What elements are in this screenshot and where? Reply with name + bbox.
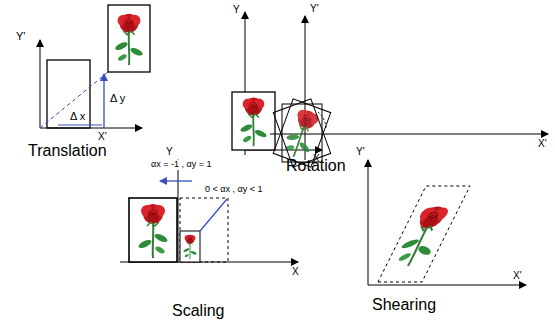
parameter-label: 0 < αx , αy < 1 <box>204 185 263 195</box>
translation-figure <box>40 5 150 128</box>
parameter-label: αx = -1 , αy = 1 <box>150 160 212 170</box>
axis-label: Y <box>166 146 173 157</box>
axis-label: Y' <box>16 30 25 42</box>
offset-label: Δ x <box>70 110 85 122</box>
axis-label: X' <box>538 138 547 149</box>
rotation-figure <box>232 12 548 167</box>
axis-label: X <box>292 266 299 277</box>
offset-label: Δ y <box>110 92 125 104</box>
scaling-figure <box>120 160 298 262</box>
axis-label: Y' <box>356 146 365 157</box>
panel-title: Scaling <box>172 302 224 320</box>
axis-label: X' <box>98 131 107 142</box>
panel-title: Translation <box>28 142 107 160</box>
panel-title: Rotation <box>286 157 346 175</box>
shearing-figure <box>368 160 526 285</box>
axis-label: Y <box>233 4 240 15</box>
axis-label: Y' <box>310 3 319 14</box>
panel-title: Shearing <box>372 296 436 314</box>
axis-label: X' <box>513 270 522 281</box>
